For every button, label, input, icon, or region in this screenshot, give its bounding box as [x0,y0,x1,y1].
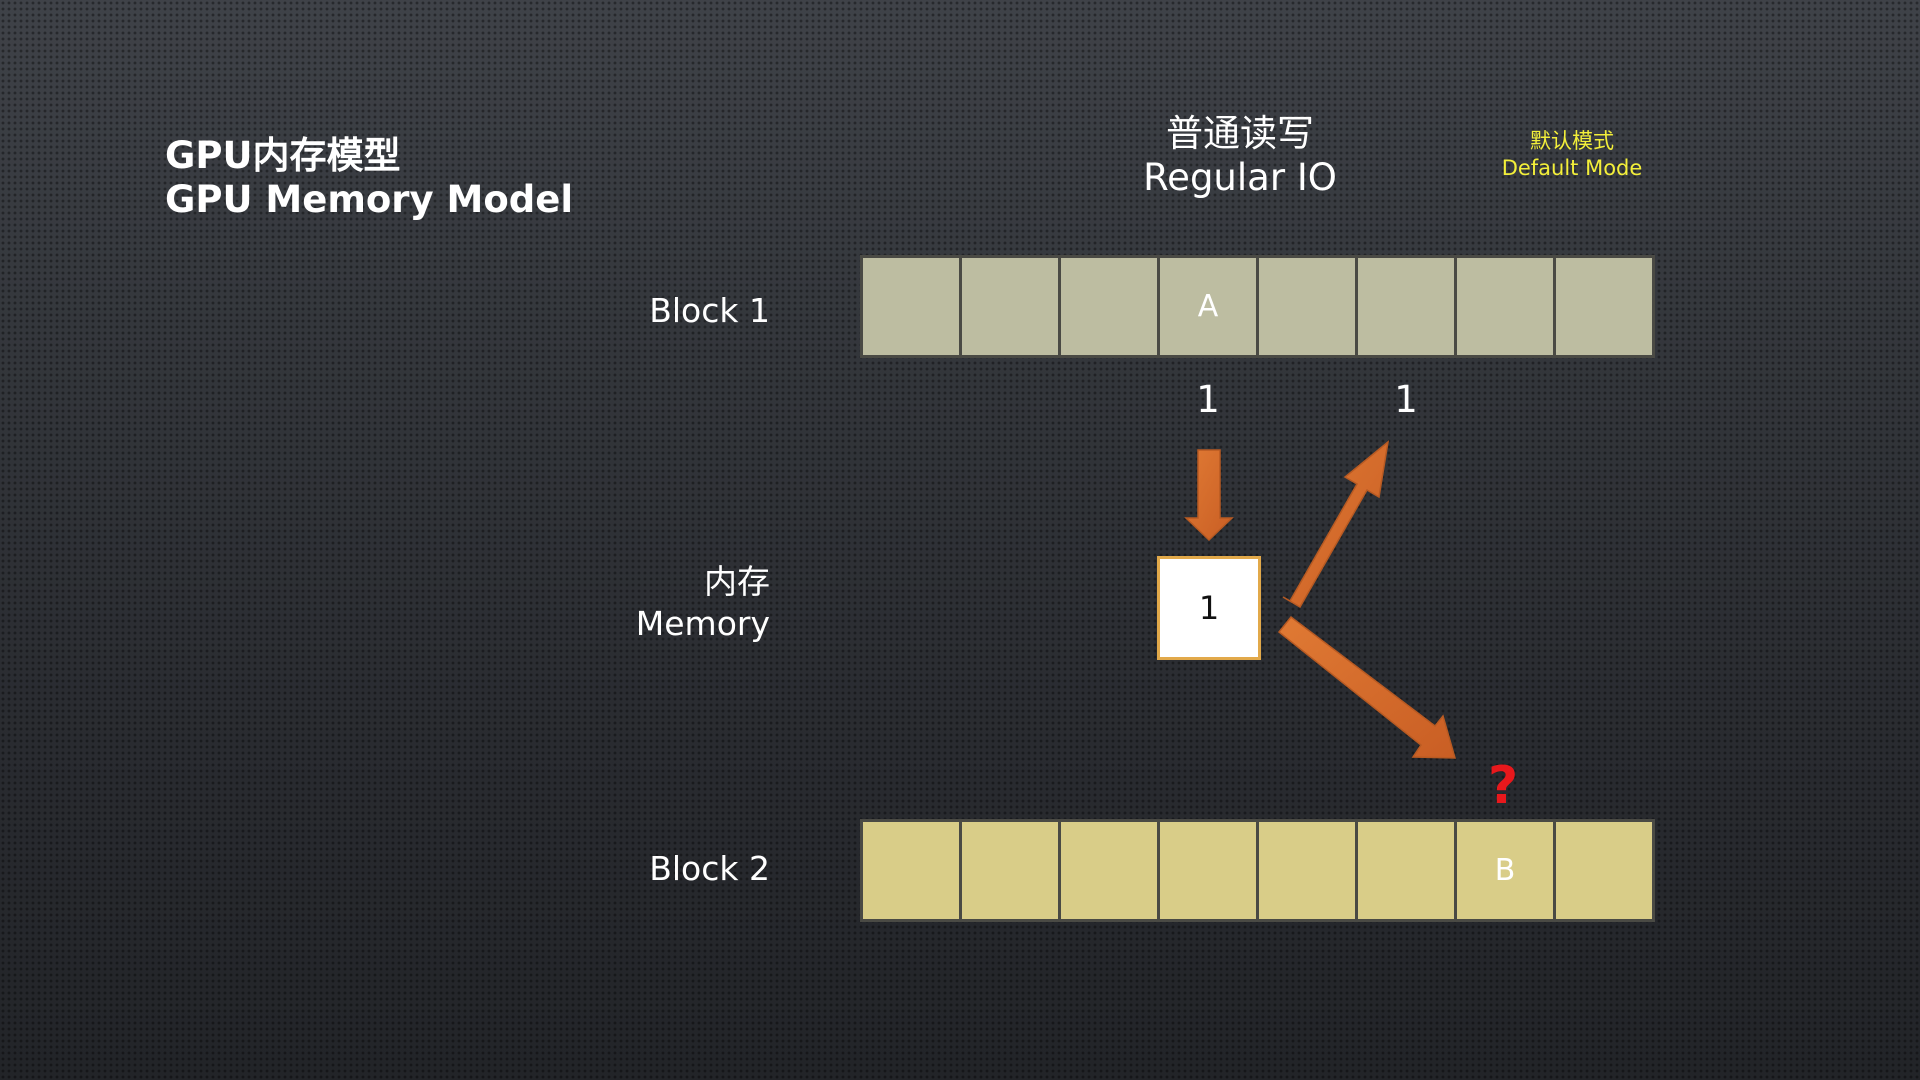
block1-cell [959,258,1058,355]
mode-chinese: 默认模式 [1530,129,1614,153]
block1-cell-a: A [1157,258,1256,355]
block2-cell [1256,822,1355,919]
block2-cell [863,822,959,919]
write-arrow-down-icon [1277,615,1457,759]
mode-english: Default Mode [1501,156,1643,180]
block1-label-text: Block 1 [649,291,770,330]
read-value: 1 [1196,378,1220,421]
block2-label-text: Block 2 [649,849,770,888]
mode-label: 默认模式 Default Mode [1472,128,1672,182]
block2-cell [1553,822,1652,919]
memory-label: 内存 Memory [430,561,770,645]
section-header: 普通读写 Regular IO [1090,112,1390,200]
header-chinese: 普通读写 [1166,112,1314,155]
read-arrow-icon [1184,449,1234,542]
block2-cell-b: B [1454,822,1553,919]
write-arrow-up-icon [1282,440,1390,609]
block1-cell [1256,258,1355,355]
title-english: GPU Memory Model [165,178,574,221]
block1-cell [1553,258,1652,355]
block2-cell [1058,822,1157,919]
block1-cell [1355,258,1454,355]
block2-memory-row: B [860,819,1655,922]
block1-cell [1454,258,1553,355]
memory-cell: 1 [1157,556,1261,660]
block1-label: Block 1 [430,290,770,332]
memory-label-english: Memory [635,604,770,643]
block2-cell [1355,822,1454,919]
question-mark-icon: ? [1488,756,1519,816]
memory-label-chinese: 内存 [704,562,770,601]
title-chinese: GPU内存模型 [165,134,401,177]
write-value: 1 [1394,378,1418,421]
block2-cell [959,822,1058,919]
block1-cell [863,258,959,355]
block1-memory-row: A [860,255,1655,358]
header-english: Regular IO [1143,156,1337,199]
block2-cell [1157,822,1256,919]
block2-label: Block 2 [430,848,770,890]
block1-cell [1058,258,1157,355]
slide-title: GPU内存模型 GPU Memory Model [165,134,573,222]
